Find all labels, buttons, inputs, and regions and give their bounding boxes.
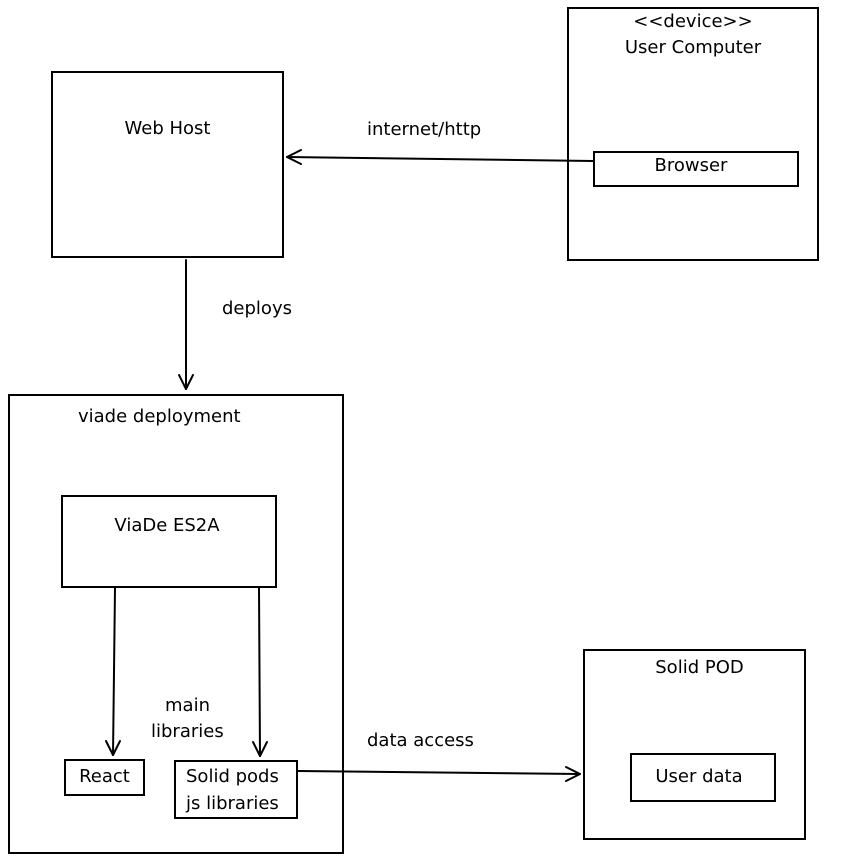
internet-http-label: internet/http bbox=[367, 119, 482, 140]
deploys-label: deploys bbox=[222, 298, 292, 319]
web-host-node bbox=[51, 71, 284, 258]
deploys-arrowhead bbox=[178, 374, 194, 390]
solid-pod-node bbox=[583, 649, 806, 840]
user-data-component bbox=[630, 753, 776, 802]
browser-component bbox=[593, 151, 799, 187]
viade-app-label: ViaDe ES2A bbox=[114, 515, 220, 536]
data-access-label: data access bbox=[367, 730, 474, 751]
data-access-edge bbox=[297, 770, 581, 775]
solid-libraries-label-line1: Solid pods bbox=[186, 766, 279, 787]
user-data-label: User data bbox=[655, 766, 743, 787]
react-component bbox=[64, 759, 145, 796]
user-computer-title: User Computer bbox=[624, 37, 762, 58]
browser-label: Browser bbox=[654, 155, 728, 176]
web-host-title: Web Host bbox=[124, 118, 211, 139]
viade-deployment-title: viade deployment bbox=[78, 406, 241, 427]
solid-libraries-arrowhead bbox=[252, 741, 268, 757]
internet-http-arrowhead bbox=[286, 149, 302, 165]
solid-pod-title: Solid POD bbox=[655, 657, 744, 678]
solid-libraries-component bbox=[174, 760, 298, 819]
react-edge bbox=[112, 587, 116, 756]
react-label: React bbox=[79, 766, 130, 787]
solid-libraries-edge bbox=[258, 587, 261, 757]
user-computer-stereotype: <<device>> bbox=[633, 11, 753, 32]
react-arrowhead bbox=[105, 740, 121, 756]
internet-http-edge bbox=[286, 156, 594, 162]
main-libraries-label-line2: libraries bbox=[151, 721, 224, 742]
viade-app-component bbox=[61, 495, 277, 588]
solid-libraries-label-line2: js libraries bbox=[186, 793, 279, 814]
main-libraries-label-line1: main bbox=[165, 695, 210, 716]
data-access-arrowhead bbox=[565, 766, 581, 782]
user-computer-node bbox=[567, 7, 819, 261]
